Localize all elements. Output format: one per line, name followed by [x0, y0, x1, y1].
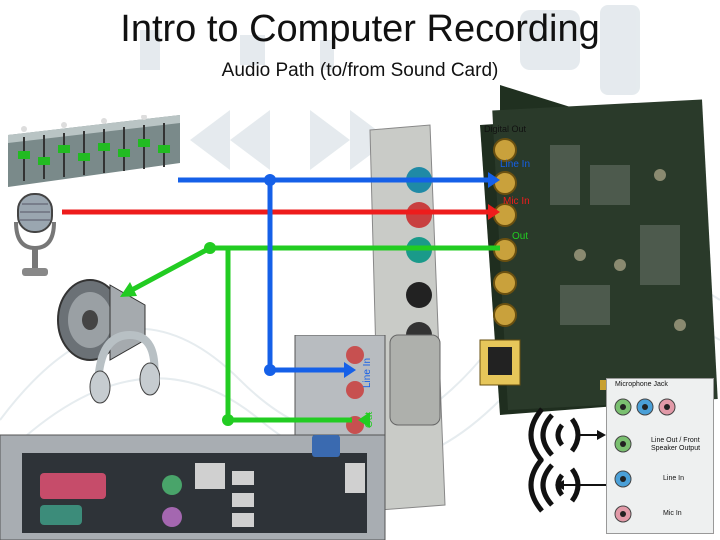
label-line-in: Line In — [500, 159, 531, 170]
line-in-path-node-2 — [264, 364, 276, 376]
sound-card-image — [369, 85, 718, 511]
slide-title: Intro to Computer Recording — [120, 8, 600, 50]
slide-subtitle: Audio Path (to/from Sound Card) — [221, 60, 499, 81]
label-digital-out: Digital Out — [484, 124, 527, 134]
label-out: Out — [512, 231, 529, 242]
line-in-path-arrow-card — [488, 172, 500, 188]
out-path-arrow-speaker — [120, 282, 137, 297]
out-path-branch — [126, 245, 228, 295]
legend-line-in: Line In — [663, 475, 685, 482]
microphone-image — [14, 193, 56, 276]
mic-path-arrow — [488, 204, 500, 220]
label-mb-out: Out — [364, 411, 375, 428]
jack-legend-panel: Microphone Jack Line Out / Front Speaker… — [606, 378, 714, 534]
jack-symbol-icons — [528, 407, 607, 513]
label-mb-line-in: Line In — [362, 357, 373, 388]
legend-jacks — [614, 398, 676, 523]
speaker-headphones-image — [57, 279, 160, 404]
legend-header: Microphone Jack — [615, 381, 668, 388]
legend-line-out: Line Out / Front Speaker Output — [651, 437, 701, 452]
out-path-main — [225, 245, 500, 423]
out-path-node-2 — [222, 414, 234, 426]
line-in-path-node-1 — [264, 174, 276, 186]
mixing-console-image — [8, 115, 180, 187]
out-path-node-1 — [204, 242, 216, 254]
legend-mic-in: Mic In — [663, 510, 682, 517]
line-in-path-branch — [267, 180, 345, 373]
out-path-arrow-board — [358, 412, 370, 428]
label-mic-in: Mic In — [503, 196, 530, 207]
line-in-path-arrow-board — [344, 362, 356, 378]
